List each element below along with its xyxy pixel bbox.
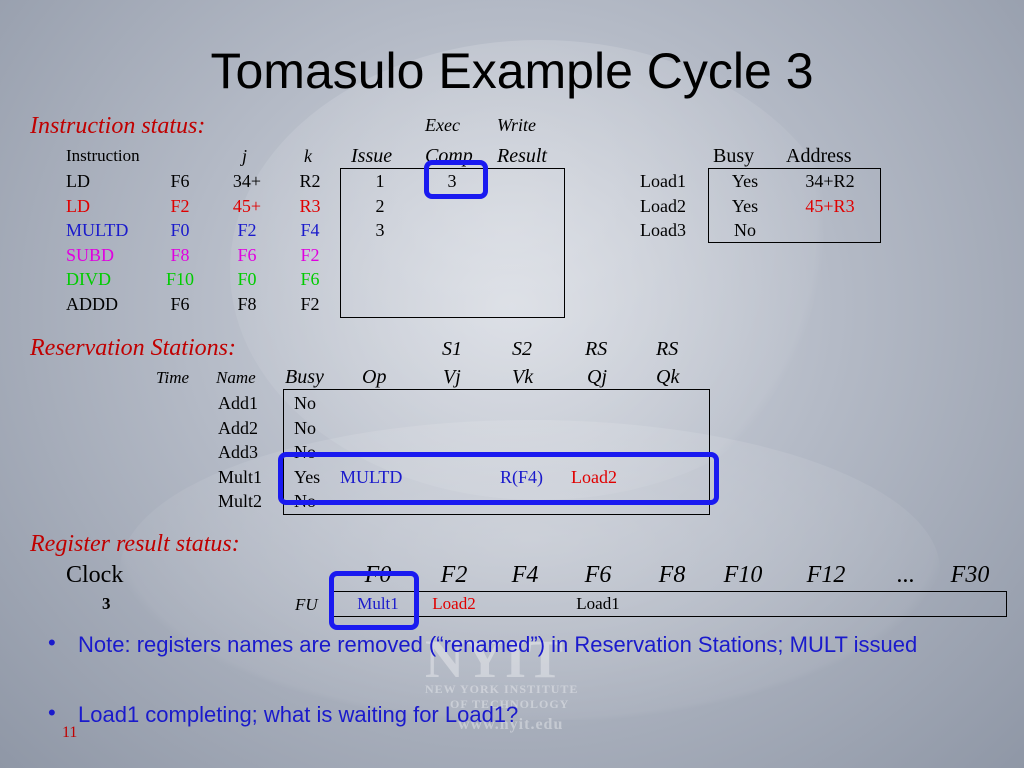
register-4: F8 [658,562,686,588]
load-buffer-name: Load2 [640,195,686,216]
instruction-status-box [340,168,565,318]
register-3: F6 [584,562,612,588]
rs-name: Add2 [218,417,258,438]
instr-j: 34+ [232,171,262,191]
register-fu-1: Load2 [432,594,476,613]
header-s2: S2 [512,338,532,360]
load-buffer-address: 45+R3 [805,195,855,216]
rs-busy: Yes [294,466,321,487]
instr-j: F6 [237,244,257,265]
header-rs2: RS [656,338,679,360]
header-rs1: RS [585,338,608,360]
instr-op: MULTD [66,220,129,240]
instr-dst: F2 [170,195,190,216]
instr-op: DIVD [66,269,111,289]
clock-value: 3 [102,594,111,613]
header-vk: Vk [512,366,534,388]
instr-j: F8 [237,293,257,314]
load-buffer-busy: Yes [731,171,759,191]
header-address: Address [786,145,852,167]
register-1: F2 [440,562,468,588]
header-issue: Issue [351,145,393,167]
rs-busy: No [294,417,316,438]
instr-k: F4 [300,220,320,240]
register-7: ... [897,562,915,588]
bullet-dot-icon: • [48,700,56,725]
rs-op: MULTD [340,466,403,487]
register-status-heading: Register result status: [30,531,240,557]
instr-k: R3 [299,195,321,216]
header-time: Time [156,368,190,387]
rs-vk: R(F4) [500,466,544,487]
register-5: F10 [723,562,763,588]
rs-name: Mult2 [218,491,263,511]
instr-dst: F10 [165,269,194,289]
load-buffer-name: Load3 [640,220,686,240]
clock-label: Clock [66,562,124,588]
header-busy: Busy [713,145,755,167]
register-8: F30 [950,562,990,588]
header-k: k [304,146,312,166]
register-2: F4 [511,562,539,588]
instr-dst: F6 [170,171,190,191]
highlight-f0-mult1 [329,571,419,630]
bullet-dot-icon: • [48,630,56,655]
note-1-text: Note: registers names are removed (“rena… [78,632,918,657]
note-2-text: Load1 completing; what is waiting for Lo… [78,702,519,727]
highlight-load1-comp [424,160,488,199]
load-buffer-box [708,168,881,243]
header-qj: Qj [587,366,607,388]
instr-op: LD [66,171,90,191]
note-1: • Note: registers names are removed (“re… [48,630,948,660]
instr-j: F2 [237,220,257,240]
header-qk: Qk [656,366,680,388]
instr-issue: 1 [375,171,385,191]
rs-name: Add1 [218,393,258,413]
note-2: • Load1 completing; what is waiting for … [48,700,948,730]
rs-name: Add3 [218,442,258,462]
rs-name: Mult1 [218,466,263,487]
load-buffer-address: 34+R2 [805,171,855,191]
header-rs-busy: Busy [285,366,324,388]
rs-busy: No [294,393,316,413]
instr-dst: F8 [170,244,190,265]
instr-k: F2 [300,293,320,314]
fu-label: FU [295,595,318,614]
instr-op: LD [66,195,90,216]
reservation-stations-heading: Reservation Stations: [30,335,236,361]
header-write: Write [497,115,536,135]
header-s1: S1 [442,338,462,360]
instr-k: F2 [300,244,320,265]
highlight-mult1-station [278,452,719,505]
page-number: 11 [62,724,78,741]
register-fu-0: Mult1 [357,594,399,613]
load-buffer-name: Load1 [640,171,686,191]
load-buffer-busy: No [734,220,756,240]
header-name: Name [216,368,256,387]
watermark-line1: NEW YORK INSTITUTE [425,682,579,696]
instruction-status-heading: Instruction status: [30,113,206,139]
slide-title: Tomasulo Example Cycle 3 [210,43,814,99]
instr-k: F6 [300,269,320,289]
instr-dst: F0 [170,220,190,240]
header-op: Op [362,366,387,388]
instr-j: 45+ [232,195,262,216]
instr-dst: F6 [170,293,190,314]
header-j: j [242,146,248,166]
load-buffer-busy: Yes [731,195,759,216]
register-fu-3: Load1 [576,594,620,613]
header-vj: Vj [443,366,461,388]
header-result: Result [497,145,547,167]
instr-comp: 3 [447,171,457,191]
instr-issue: 3 [375,220,385,240]
instr-op: SUBD [66,244,115,265]
instr-k: R2 [299,171,321,191]
instr-j: F0 [237,269,257,289]
rs-qj: Load2 [571,466,617,487]
header-instruction: Instruction [66,146,140,165]
register-6: F12 [806,562,846,588]
instr-issue: 2 [375,195,385,216]
instr-op: ADDD [66,293,118,314]
header-exec: Exec [425,115,460,135]
